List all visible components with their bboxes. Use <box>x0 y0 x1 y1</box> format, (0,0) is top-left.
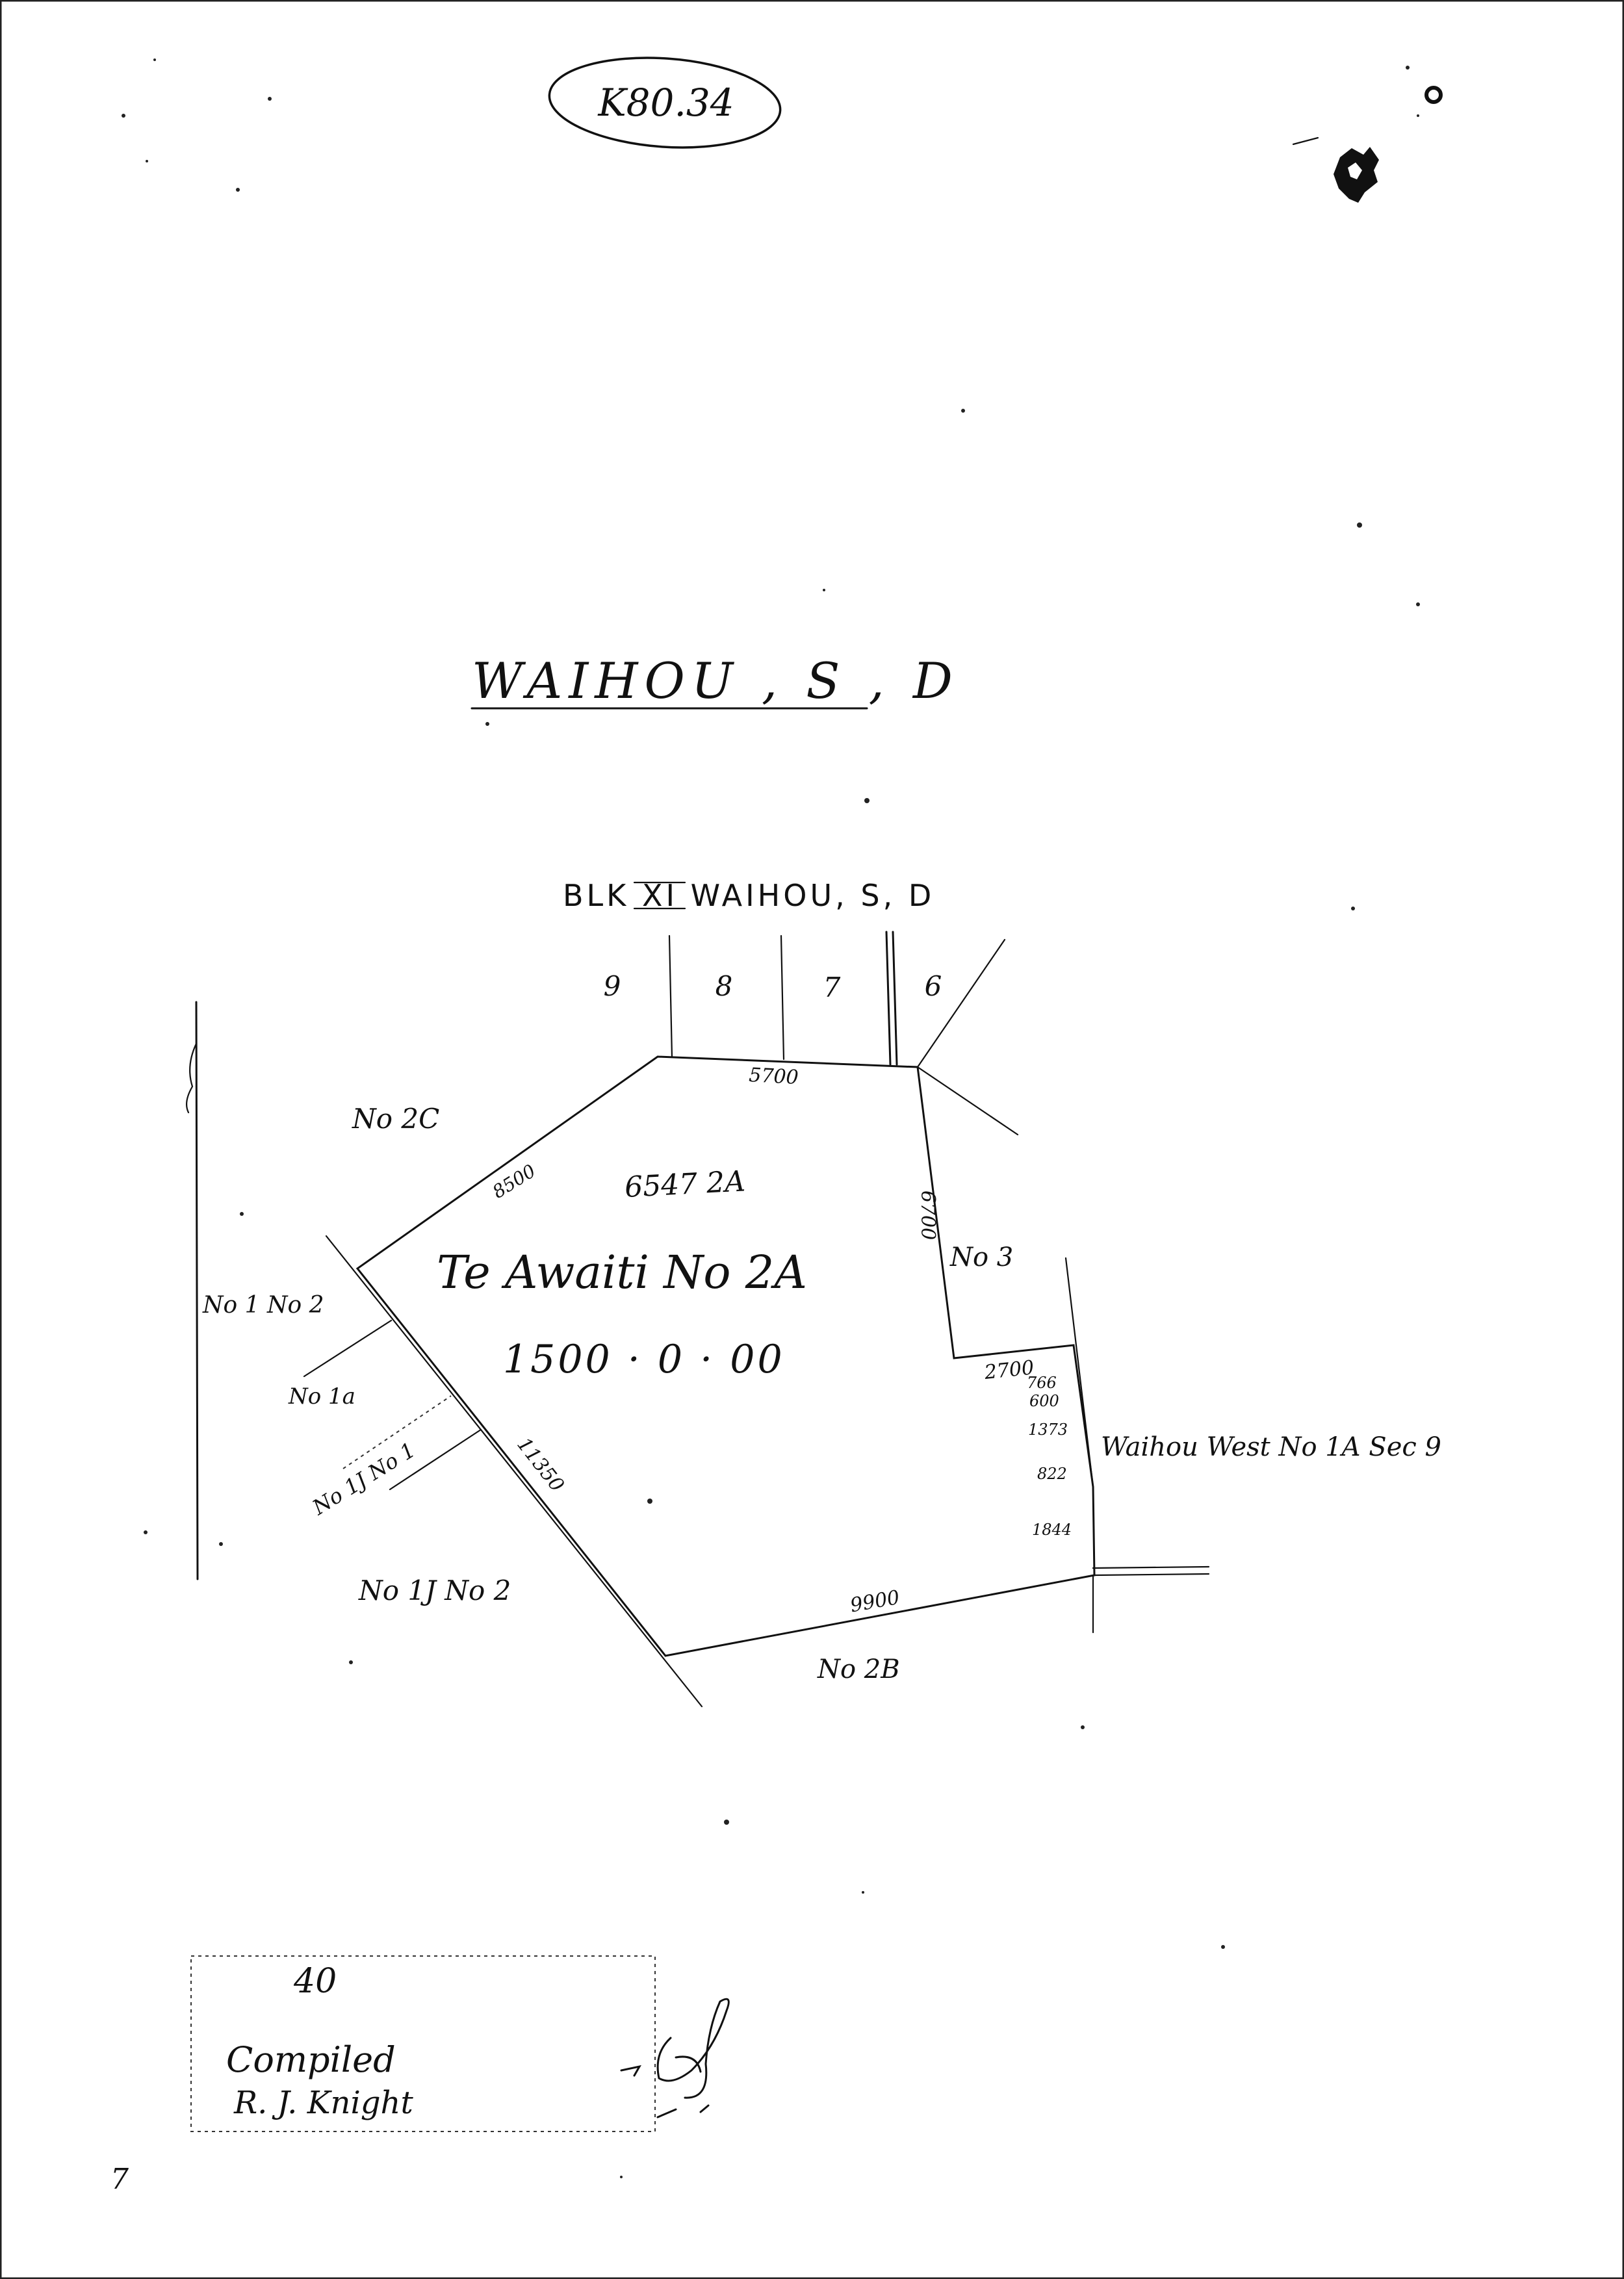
parcel-area: 1500 · 0 · 00 <box>503 1337 785 1382</box>
subdivision-line <box>342 1395 452 1469</box>
neighbour-no1jno2: No 1J No 2 <box>358 1575 511 1606</box>
compiled-label: Compiled <box>226 2039 396 2080</box>
east-boundary-extension <box>1064 1257 1094 1488</box>
section-number: 9 <box>604 970 621 1002</box>
block-title: BLK XI WAIHOU, S, D <box>563 878 934 913</box>
east-offset: 822 <box>1037 1465 1067 1483</box>
subdivision-line <box>389 1428 482 1491</box>
southwest-extension-line <box>325 1235 703 1708</box>
neighbour-no3: No 3 <box>949 1243 1013 1272</box>
punch-hole-mark <box>1424 86 1443 104</box>
subdivision-line <box>303 1319 393 1378</box>
length-north: 5700 <box>748 1064 799 1089</box>
length-east: 6700 <box>916 1191 939 1240</box>
section-division-lines <box>668 931 1019 1136</box>
neighbour-no1a: No 1a <box>288 1384 355 1410</box>
parcel-name: Te Awaiti No 2A <box>437 1246 807 1299</box>
east-road-line-lower <box>1093 1573 1210 1577</box>
length-northwest: 8500 <box>489 1160 539 1203</box>
section-numbers: 9 8 7 6 <box>604 970 942 1003</box>
length-east-step: 2700 <box>983 1356 1035 1384</box>
neighbour-no1no2: No 1 No 2 <box>202 1292 324 1319</box>
section-number: 6 <box>925 970 942 1002</box>
survey-ref: 6547 2A <box>624 1165 746 1204</box>
signature-mark <box>620 1998 730 2118</box>
stamp-blot-mark <box>1292 136 1379 203</box>
section-number: 7 <box>823 972 841 1003</box>
district-title: WAIHOU , S , D <box>472 652 959 710</box>
compiled-number: 40 <box>293 1962 337 2001</box>
neighbour-waihou-west: Waihou West No 1A Sec 9 <box>1101 1432 1441 1462</box>
east-road-line-upper <box>1092 1565 1210 1569</box>
compiled-box <box>190 1955 656 2132</box>
east-offset: 1373 <box>1028 1421 1068 1439</box>
section-number: 8 <box>715 970 733 1002</box>
compiled-name: R. J. Knight <box>233 2085 413 2121</box>
western-boundary-line <box>195 1001 199 1580</box>
east-offsets: 766 600 1373 822 1844 <box>1027 1374 1072 1539</box>
neighbour-no2c: No 2C <box>352 1103 439 1135</box>
western-boundary-tick <box>185 1042 198 1114</box>
paper-specks <box>122 58 1420 2178</box>
length-southwest: 11350 <box>512 1434 568 1497</box>
east-offset: 600 <box>1029 1392 1059 1410</box>
neighbour-no2b: No 2B <box>817 1655 900 1684</box>
neighbour-no1jno1: No 1J No 1 <box>307 1437 419 1520</box>
east-offset: 766 <box>1027 1374 1057 1392</box>
east-offset: 1844 <box>1032 1521 1072 1539</box>
reference-label: K80.34 <box>597 81 734 125</box>
margin-mark: 7 <box>110 2163 129 2196</box>
reference-oval <box>548 57 782 149</box>
